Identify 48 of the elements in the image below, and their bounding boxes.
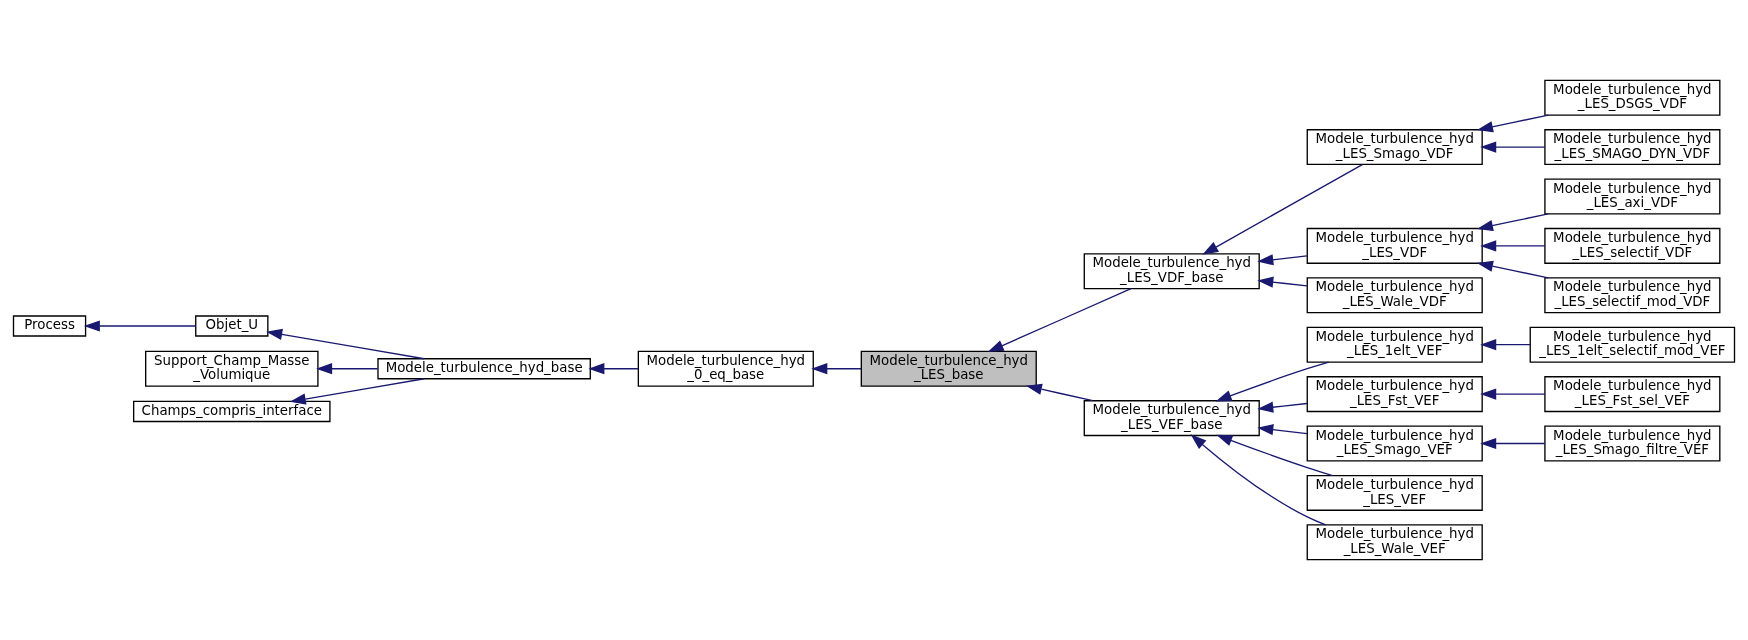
arrow <box>1257 424 1308 436</box>
node-box: Modele_turbulence_hyd _LES_Wale_VEF <box>1306 524 1483 561</box>
node-box: Modele_turbulence_hyd _LES_VDF_base <box>1083 253 1260 290</box>
arrow <box>987 288 1132 353</box>
arrow <box>811 363 862 375</box>
node-box: Modele_turbulence_hyd _LES_Wale_VDF <box>1306 277 1483 314</box>
node-box: Modele_turbulence_hyd _LES_base <box>860 350 1037 387</box>
arrow <box>1480 339 1531 351</box>
arrow <box>1476 114 1549 133</box>
node-box: Modele_turbulence_hyd _LES_Smago_VDF <box>1306 129 1483 166</box>
node-box: Modele_turbulence_hyd _0_eq_base <box>637 350 814 387</box>
node-box: Modele_turbulence_hyd _LES_Fst_sel_VEF <box>1544 376 1721 413</box>
arrow <box>1480 437 1546 450</box>
arrow <box>1480 388 1546 400</box>
node-box: Modele_turbulence_hyd _LES_VEF_base <box>1083 400 1260 437</box>
arrow <box>1202 163 1363 255</box>
node-box: Modele_turbulence_hyd _LES_axi_VDF <box>1544 178 1721 215</box>
arrow <box>1257 401 1308 413</box>
arrow <box>1215 361 1330 402</box>
node-box: Modele_turbulence_hyd _LES_SMAGO_DYN_VDF <box>1544 129 1721 166</box>
node-box: Modele_turbulence_hyd_base <box>377 358 591 380</box>
node-box: Modele_turbulence_hyd _LES_DSGS_VDF <box>1544 79 1721 116</box>
node-box: Champs_compris_interface <box>133 400 331 423</box>
arrow <box>1476 213 1549 232</box>
arrow <box>83 320 197 332</box>
arrow <box>1257 276 1308 288</box>
arrow <box>1025 383 1094 402</box>
node-box: Process <box>12 315 87 337</box>
node-box: Support_Champ_Masse _Volumique <box>145 350 319 387</box>
arrow <box>289 378 425 405</box>
node-box: Modele_turbulence_hyd _LES_selectif_mod_VDF <box>1544 277 1721 314</box>
arrow <box>1190 434 1327 526</box>
node-box: Modele_turbulence_hyd _LES_selectif_VDF <box>1544 227 1721 264</box>
arrow <box>266 328 425 360</box>
node-box: Modele_turbulence_hyd _LES_Smago_filtre_VEF <box>1544 425 1721 462</box>
node-box: Modele_turbulence_hyd _LES_1elt_VEF <box>1306 326 1483 363</box>
node-box: Objet_U <box>195 315 269 337</box>
arrow <box>588 363 639 375</box>
node-box: Modele_turbulence_hyd _LES_VEF <box>1306 474 1483 511</box>
arrow <box>1476 260 1549 279</box>
arrow <box>316 363 379 375</box>
node-box: Modele_turbulence_hyd _LES_1elt_selectif_mod_VEF <box>1529 326 1736 363</box>
arrow <box>1257 254 1308 266</box>
node-box: Modele_turbulence_hyd _LES_VDF <box>1306 227 1483 264</box>
arrow <box>1480 240 1546 252</box>
node-box: Modele_turbulence_hyd _LES_Fst_VEF <box>1306 376 1483 413</box>
node-box: Modele_turbulence_hyd _LES_Smago_VEF <box>1306 425 1483 462</box>
arrow <box>1480 141 1546 153</box>
